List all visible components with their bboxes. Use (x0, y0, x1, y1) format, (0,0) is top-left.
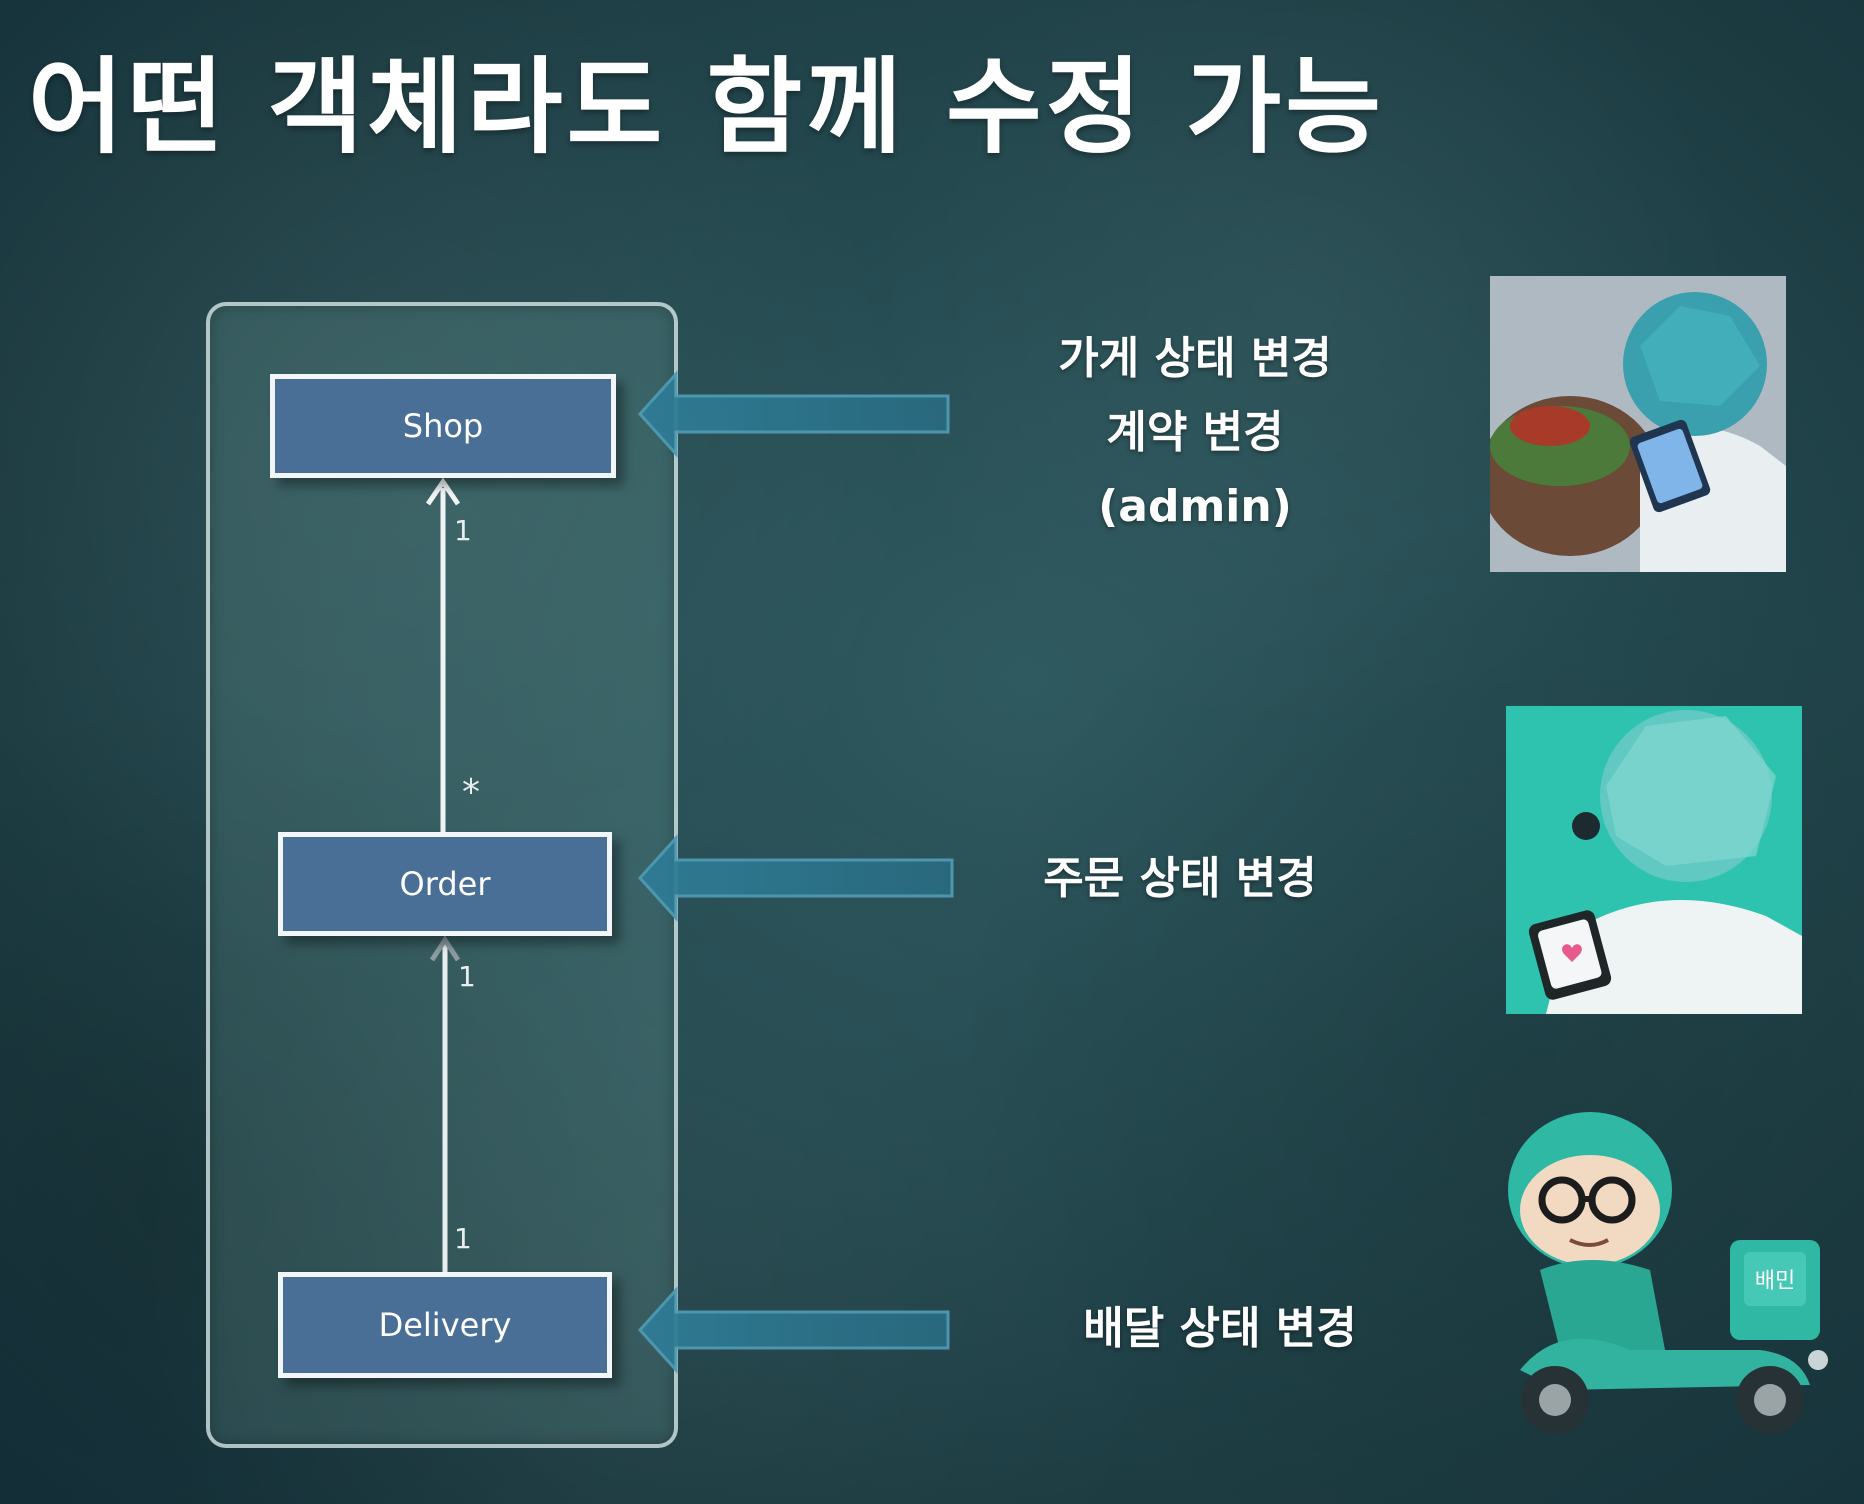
delivery-action-arrow (637, 1286, 950, 1374)
entity-delivery: Delivery (278, 1272, 612, 1378)
rider-box-text: 배민 (1755, 1269, 1795, 1294)
entity-shop-label: Shop (402, 407, 484, 445)
rider-character-image: 배민 (1500, 1100, 1830, 1440)
multiplicity-order-many: * (462, 772, 480, 813)
shop-action-line1: 가게 상태 변경 (1058, 333, 1332, 384)
multiplicity-shop-one: 1 (454, 514, 472, 547)
page-title: 어떤 객체라도 함께 수정 가능 (28, 46, 1385, 168)
shop-action-line2: 계약 변경 (1106, 407, 1284, 458)
order-action-text: 주문 상태 변경 (1043, 853, 1317, 904)
entity-order: Order (278, 832, 612, 936)
multiplicity-order-one: 1 (458, 960, 476, 993)
customer-character-image (1506, 706, 1802, 1014)
order-action-label: 주문 상태 변경 (1000, 842, 1360, 916)
admin-character-image (1490, 276, 1786, 572)
customer-character-icon (1506, 706, 1802, 1014)
shop-action-arrow (637, 370, 950, 458)
shop-action-label: 가게 상태 변경 계약 변경 (admin) (1000, 322, 1390, 544)
delivery-action-text: 배달 상태 변경 (1083, 1303, 1357, 1354)
shop-action-line3: (admin) (1098, 481, 1292, 532)
rider-scooter-icon: 배민 (1508, 1112, 1828, 1434)
entity-delivery-label: Delivery (378, 1306, 512, 1344)
delivery-action-label: 배달 상태 변경 (1040, 1292, 1400, 1366)
admin-character-icon (1490, 276, 1786, 572)
order-action-arrow (637, 834, 954, 922)
multiplicity-delivery-one: 1 (454, 1222, 472, 1255)
entity-shop: Shop (270, 374, 616, 478)
entity-order-label: Order (399, 865, 491, 903)
